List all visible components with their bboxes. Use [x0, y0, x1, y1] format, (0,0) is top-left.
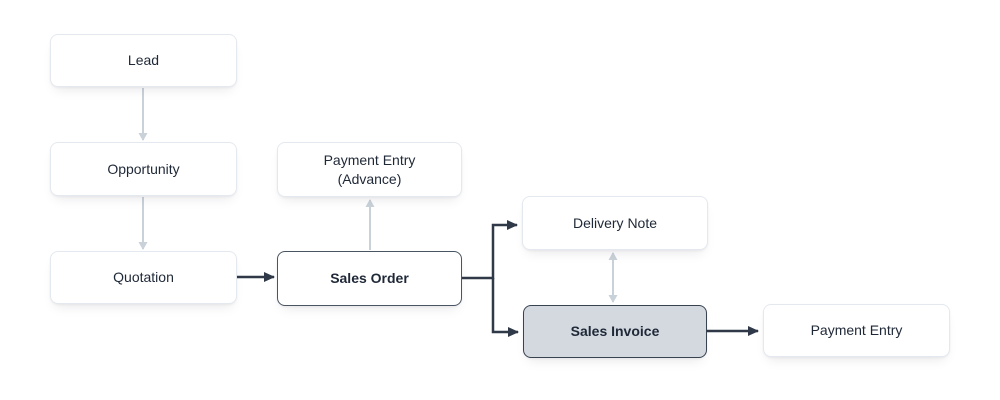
- node-quotation: Quotation: [50, 251, 237, 304]
- node-delivery-note: Delivery Note: [522, 196, 708, 250]
- node-opportunity: Opportunity: [50, 142, 237, 196]
- edge-sales-order-to-sales-invoice: [491, 278, 519, 337]
- node-payment-entry-advance: Payment Entry (Advance): [277, 142, 462, 197]
- node-sales-invoice: Sales Invoice: [523, 305, 707, 358]
- edge-sales-order-to-delivery-note: [462, 220, 518, 280]
- node-lead: Lead: [50, 34, 237, 87]
- node-payment-entry: Payment Entry: [763, 304, 950, 357]
- node-sales-order: Sales Order: [277, 251, 462, 306]
